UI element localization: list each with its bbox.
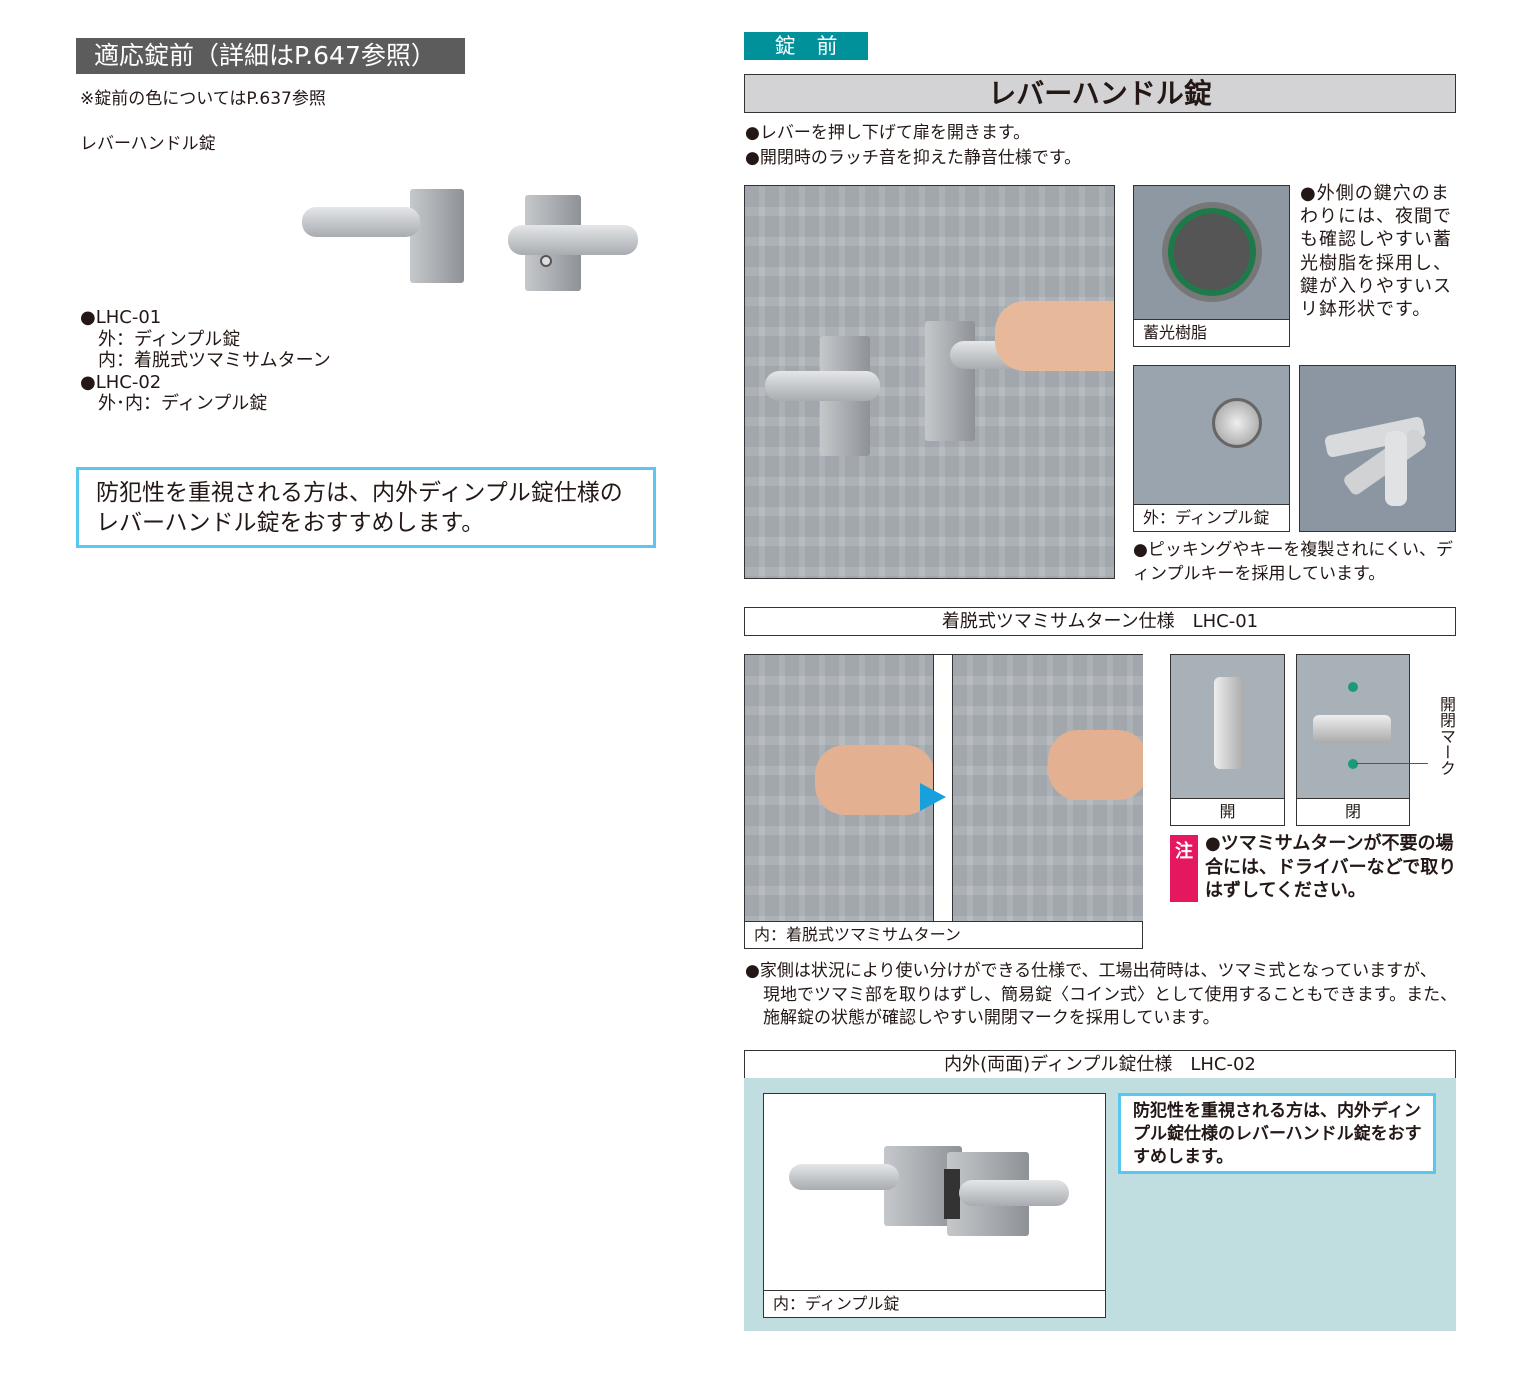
recommend-line: 防犯性を重視される方は、内外ディンプル錠仕様の xyxy=(96,480,623,506)
color-note: ※錠前の色についてはP.637参照 xyxy=(80,89,326,109)
page-title: レバーハンドル錠 xyxy=(744,74,1456,113)
thumbturn-open-photo: 開 xyxy=(1170,654,1285,826)
lhc02-product-photo: 内：ディンプル錠 xyxy=(763,1093,1106,1318)
luminous-keyhole-photo: 蓄光樹脂 xyxy=(1133,185,1290,347)
model-lhc02: ●LHC-02 xyxy=(80,371,162,393)
gate-lever-photo xyxy=(744,185,1115,579)
dimple-keys-photo xyxy=(1299,365,1456,532)
thumbturn-photo-before xyxy=(745,655,934,921)
description-line: 現地でツマミ部を取りはずし、簡易錠〈コイン式〉として使用することもできます。また… xyxy=(763,984,1458,1005)
section-lhc01-header: 着脱式ツマミサムターン仕様 LHC-01 xyxy=(744,607,1456,636)
category-tag: 錠 前 xyxy=(744,32,868,60)
description-line: ●家側は状況により使い分けができる仕様で、工場出荷時は、ツマミ式となっていますが… xyxy=(745,961,1437,981)
section-lhc02-header: 内外(両面)ディンプル錠仕様 LHC-02 xyxy=(744,1050,1456,1079)
thumbturn-caption: 内：着脱式ツマミサムターン xyxy=(745,921,1142,948)
thumbturn-description: ●家側は状況により使い分けができる仕様で、工場出荷時は、ツマミ式となっていますが… xyxy=(745,960,1457,1031)
description-line: 施解錠の状態が確認しやすい開閉マークを採用しています。 xyxy=(763,1008,1220,1028)
dimple-text: ●ピッキングやキーを複製されにくい、ディンプルキーを採用しています。 xyxy=(1133,540,1453,584)
thumbturn-photos: 内：着脱式ツマミサムターン xyxy=(744,654,1143,949)
luminous-caption: 蓄光樹脂 xyxy=(1134,319,1289,346)
model-line: 内：着脱式ツマミサムターン xyxy=(98,350,331,371)
model-list: ●LHC-01 外：ディンプル錠 内：着脱式ツマミサムターン ●LHC-02 外… xyxy=(80,307,331,415)
lhc02-recommend-box: 防犯性を重視される方は、内外ディンプル錠仕様のレバーハンドル錠をおすすめします。 xyxy=(1118,1093,1436,1174)
lever-subtitle: レバーハンドル錠 xyxy=(80,134,216,154)
feature-bullets: ●レバーを押し下げて扉を開きます。 ●開閉時のラッチ音を抑えた静音仕様です。 xyxy=(745,121,1081,171)
open-close-mark-label: 開閉マーク xyxy=(1437,696,1456,776)
luminous-text: ●外側の鍵穴のまわりには、夜間でも確認しやすい蓄光樹脂を採用し、鍵が入りやすいス… xyxy=(1300,183,1452,321)
lhc02-panel: 内：ディンプル錠 防犯性を重視される方は、内外ディンプル錠仕様のレバーハンドル錠… xyxy=(744,1078,1456,1331)
model-lhc01: ●LHC-01 xyxy=(80,307,162,328)
recommend-box: 防犯性を重視される方は、内外ディンプル錠仕様の レバーハンドル錠をおすすめします… xyxy=(76,467,656,548)
dimple-keyhole-photo: 外：ディンプル錠 xyxy=(1133,365,1290,532)
model-line: 外：ディンプル錠 xyxy=(98,328,241,350)
model-line: 外･内：ディンプル錠 xyxy=(98,393,268,414)
lever-handle-product-image xyxy=(300,185,645,297)
recommend-line: レバーハンドル錠をおすすめします。 xyxy=(96,510,485,536)
note-badge: 注 xyxy=(1170,835,1198,902)
mark-leader-line xyxy=(1356,763,1428,764)
thumbturn-photo-after xyxy=(952,655,1143,921)
dimple-caption: 外：ディンプル錠 xyxy=(1134,504,1289,531)
bullet: ●レバーを押し下げて扉を開きます。 xyxy=(745,123,1031,143)
thumbturn-closed-photo: 閉 xyxy=(1296,654,1410,826)
note-text: ●ツマミサムターンが不要の場合には、ドライバーなどで取りはずしてください。 xyxy=(1205,833,1457,901)
lhc02-caption: 内：ディンプル錠 xyxy=(764,1290,1105,1317)
closed-label: 閉 xyxy=(1297,798,1409,825)
bullet: ●開閉時のラッチ音を抑えた静音仕様です。 xyxy=(745,148,1082,168)
arrow-right-icon xyxy=(920,783,946,811)
spec-header: 適応錠前（詳細はP.647参照） xyxy=(76,38,465,74)
open-label: 開 xyxy=(1171,798,1284,825)
